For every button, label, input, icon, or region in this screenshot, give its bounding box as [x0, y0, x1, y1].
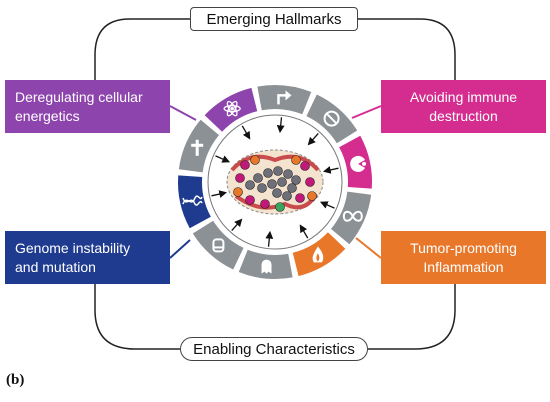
connector-immune [351, 105, 382, 119]
immune-destruction-text: Avoiding immune destruction [409, 88, 518, 124]
connector-genome [169, 239, 191, 259]
ring-segment [192, 220, 244, 270]
inward-arrow [319, 201, 335, 209]
inward-arrow [322, 166, 339, 174]
enabling-characteristics-label: Enabling Characteristics [180, 337, 368, 361]
inward-arrow [231, 218, 243, 231]
frame-bottom-right [368, 284, 456, 350]
arrow-turn-icon [277, 90, 292, 105]
inward-arrow [215, 155, 231, 163]
enabling-characteristics-text: Enabling Characteristics [193, 340, 355, 358]
frame-top-right [358, 18, 456, 80]
emerging-hallmarks-label: Emerging Hallmarks [190, 7, 358, 31]
connector-energetics [169, 105, 197, 121]
flame-icon [312, 246, 324, 263]
no-entry-icon [323, 110, 340, 127]
inward-arrow [211, 190, 228, 198]
cross-icon [191, 139, 204, 156]
atom-icon [223, 100, 241, 117]
inflammation-text: Tumor-promoting Inflammation [410, 239, 517, 275]
emerging-hallmarks-text: Emerging Hallmarks [206, 10, 342, 28]
inward-arrow [265, 230, 274, 247]
inner-arrows [211, 117, 339, 247]
genome-instability-text: Genome instability and mutation [15, 239, 131, 275]
connector-inflammation [355, 237, 382, 259]
inflammation-box: Tumor-promoting Inflammation [381, 231, 546, 284]
ring-icons [182, 90, 367, 274]
inward-arrow [299, 224, 309, 239]
frame-top-left [94, 18, 190, 80]
ghost-icon [261, 259, 272, 274]
infinity-icon [342, 210, 363, 222]
immune-destruction-box: Avoiding immune destruction [381, 80, 546, 133]
inward-arrow [307, 133, 319, 146]
frame-bottom-left [94, 284, 180, 350]
energetics-box: Deregulating cellular energetics [5, 80, 170, 133]
panel-label: (b) [6, 372, 25, 388]
energetics-text: Deregulating cellular energetics [15, 88, 143, 124]
tumor-illustration [226, 149, 324, 215]
inward-arrow [241, 125, 251, 140]
ring-segment [257, 84, 312, 115]
genome-instability-box: Genome instability and mutation [5, 231, 170, 284]
inward-arrow [276, 117, 285, 134]
immune-pacman-icon [350, 155, 367, 172]
cylinder-icon [212, 238, 225, 253]
dna-icon [182, 195, 203, 206]
